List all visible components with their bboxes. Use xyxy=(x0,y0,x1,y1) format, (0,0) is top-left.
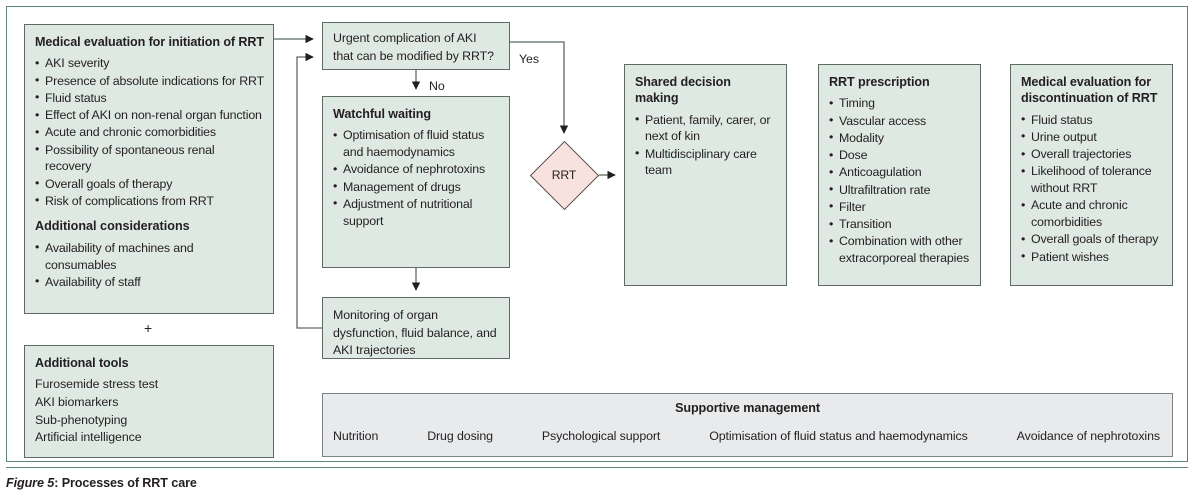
list-item: Vascular access xyxy=(829,112,971,130)
list-item: Avoidance of nephrotoxins xyxy=(1016,429,1160,443)
list-item: Multidisciplinary care team xyxy=(635,145,777,179)
list-item: Presence of absolute indications for RRT xyxy=(35,72,264,90)
list-item: Fluid status xyxy=(1021,111,1163,129)
figure-caption: Figure 5: Processes of RRT care xyxy=(6,476,197,490)
list-item: Modality xyxy=(829,129,971,147)
list-item: Acute and chronic comorbidities xyxy=(1021,197,1163,230)
figure-colon: : xyxy=(54,476,59,490)
box-title-shared-decision-making: Shared decision making xyxy=(635,75,731,106)
list-item: Optimisation of fluid status and haemody… xyxy=(709,429,968,443)
list-item: Patient wishes xyxy=(1021,248,1163,266)
list-item: Nutrition xyxy=(333,429,379,443)
box-medical-evaluation-initiation: Medical evaluation for initiation of RRT… xyxy=(24,24,274,314)
edge-label-yes: Yes xyxy=(519,52,539,66)
list-item: Timing xyxy=(829,95,971,112)
figure-title-text: Processes of RRT care xyxy=(61,476,197,490)
additional-tools-line: Furosemide stress test xyxy=(35,377,159,392)
bullet-list-discontinuation: Fluid status Urine output Overall trajec… xyxy=(1021,111,1163,266)
list-item: Risk of complications from RRT xyxy=(35,192,264,210)
box-supportive-management: Supportive management Nutrition Drug dos… xyxy=(322,393,1173,457)
edge-label-no: No xyxy=(429,79,445,93)
list-item: Acute and chronic comorbidities xyxy=(35,124,264,141)
box-title-rrt-prescription: RRT prescription xyxy=(829,75,930,89)
list-item: Overall goals of therapy xyxy=(1021,231,1163,248)
figure-caption-rule xyxy=(6,467,1188,468)
list-item: Psychological support xyxy=(541,429,661,443)
list-item: Availability of staff xyxy=(35,273,264,291)
decision-node-rrt: RRT xyxy=(529,140,599,210)
box-rrt-prescription: RRT prescription Timing Vascular access … xyxy=(818,64,981,286)
list-item: Urine output xyxy=(1021,128,1163,146)
list-item: Ultrafiltration rate xyxy=(829,181,971,199)
bullet-list-additional-considerations: Availability of machines and consumables… xyxy=(35,239,264,291)
list-item: Likelihood of tolerance without RRT xyxy=(1021,163,1163,196)
list-item: Optimisation of fluid status and haemody… xyxy=(333,127,500,160)
box-title-medical-evaluation-initiation: Medical evaluation for initiation of RRT xyxy=(35,35,264,49)
additional-tools-line: Artificial intelligence xyxy=(35,430,142,445)
list-item: Transition xyxy=(829,216,971,233)
box-title-watchful-waiting: Watchful waiting xyxy=(333,107,431,121)
box-subtitle-additional-considerations: Additional considerations xyxy=(35,219,190,234)
box-shared-decision-making: Shared decision making Patient, family, … xyxy=(624,64,787,286)
box-watchful-waiting: Watchful waiting Optimisation of fluid s… xyxy=(322,96,510,268)
list-item: Possibility of spontaneous renal recover… xyxy=(35,141,264,175)
list-item: Drug dosing xyxy=(427,429,493,443)
supportive-management-items: Nutrition Drug dosing Psychological supp… xyxy=(323,429,1172,443)
plus-connector-label: + xyxy=(144,320,153,336)
bullet-list-initiation-criteria: AKI severity Presence of absolute indica… xyxy=(35,55,264,209)
bullet-list-watchful-waiting: Optimisation of fluid status and haemody… xyxy=(333,127,500,229)
additional-tools-line: Sub-phenotyping xyxy=(35,412,128,427)
list-item: Filter xyxy=(829,198,971,216)
list-item: Fluid status xyxy=(35,89,264,107)
list-item: Dose xyxy=(829,147,971,164)
list-item: Availability of machines and consumables xyxy=(35,239,264,273)
box-monitoring: Monitoring of organ dysfunction, fluid b… xyxy=(322,297,510,359)
list-item: Adjustment of nutritional support xyxy=(333,195,500,229)
box-urgent-complication-decision: Urgent complication of AKI that can be m… xyxy=(322,22,510,70)
edge-monitoring-feedback-to-decision xyxy=(296,52,322,329)
decision-node-label: RRT xyxy=(551,168,577,182)
list-item: Avoidance of nephrotoxins xyxy=(333,161,500,178)
box-title-medical-evaluation-discontinuation: Medical evaluation for discontinuation o… xyxy=(1021,75,1158,106)
additional-tools-line: AKI biomarkers xyxy=(35,394,119,409)
box-text-monitoring: Monitoring of organ dysfunction, fluid b… xyxy=(333,308,497,358)
bullet-list-rrt-prescription: Timing Vascular access Modality Dose Ant… xyxy=(829,95,971,266)
list-item: Overall goals of therapy xyxy=(35,175,264,193)
bullet-list-shared-decision-making: Patient, family, carer, or next of kin M… xyxy=(635,111,777,179)
box-additional-tools: Additional tools Furosemide stress test … xyxy=(24,345,274,458)
list-item: Overall trajectories xyxy=(1021,146,1163,163)
list-item: Combination with other extracorporeal th… xyxy=(829,233,971,266)
list-item: Management of drugs xyxy=(333,178,500,196)
supportive-management-title: Supportive management xyxy=(675,401,820,415)
list-item: Anticoagulation xyxy=(829,164,971,181)
list-item: Effect of AKI on non-renal organ functio… xyxy=(35,107,264,124)
list-item: Patient, family, carer, or next of kin xyxy=(635,111,777,145)
box-title-additional-tools: Additional tools xyxy=(35,356,129,370)
list-item: AKI severity xyxy=(35,55,264,72)
figure-number: Figure 5 xyxy=(6,476,55,490)
box-medical-evaluation-discontinuation: Medical evaluation for discontinuation o… xyxy=(1010,64,1173,286)
box-text-urgent-complication: Urgent complication of AKI that can be m… xyxy=(333,31,494,63)
